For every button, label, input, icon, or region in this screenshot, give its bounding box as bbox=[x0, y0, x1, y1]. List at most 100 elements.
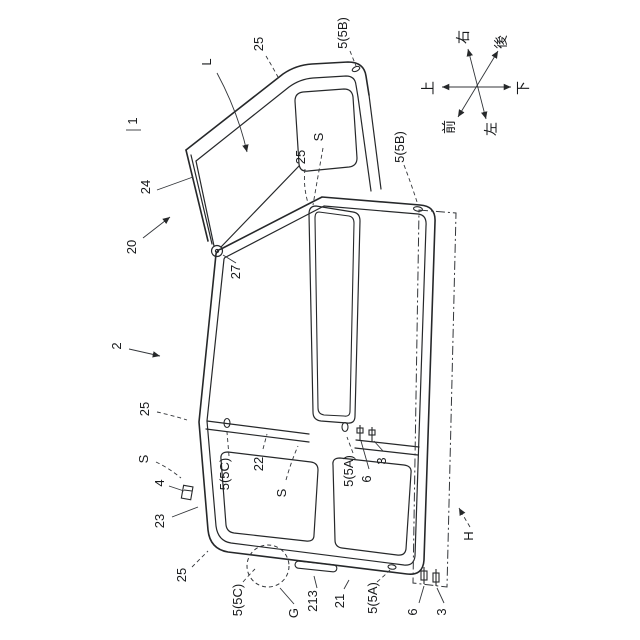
compass-label-right: 右 bbox=[455, 30, 471, 44]
leader-2-arrow bbox=[128, 348, 161, 358]
compass-axis-rearfront bbox=[457, 50, 499, 118]
compass-axis-rightleft bbox=[466, 48, 488, 120]
compass-label-down: 下 bbox=[515, 81, 531, 95]
ref-label-4: 4 bbox=[152, 479, 167, 486]
ref-label-5-5C-rail: 5(5C) bbox=[217, 458, 232, 491]
clip-tab-bottom bbox=[387, 564, 397, 570]
leader-25-bottom bbox=[191, 550, 209, 568]
channel-opening-inner bbox=[314, 211, 355, 417]
drain-slot bbox=[294, 560, 338, 573]
ref-label-S-center: S bbox=[274, 488, 289, 497]
glass-run-line-rear bbox=[357, 96, 372, 192]
door-frame-inner-contour bbox=[206, 205, 427, 566]
ref-label-6-bottom: 6 bbox=[405, 608, 420, 615]
ref-label-5-5B-top: 5(5B) bbox=[335, 17, 350, 49]
ref-label-S-upper: S bbox=[311, 132, 326, 141]
edge-clip-detail bbox=[180, 484, 194, 501]
glass-run-line-front bbox=[220, 165, 300, 248]
ref-label-25-mid: 25 bbox=[293, 150, 308, 164]
clip-tab-sash-top bbox=[351, 65, 361, 73]
leader-5-5B-right bbox=[403, 164, 419, 206]
leader-27 bbox=[222, 254, 237, 264]
clip-tab-rail-mid bbox=[341, 421, 349, 433]
hinge-pivot-circle bbox=[210, 244, 224, 258]
leader-5-5C-bottom bbox=[242, 568, 256, 583]
stud-bolt-bottom bbox=[420, 567, 440, 586]
compass-label-front: 前 bbox=[441, 120, 457, 134]
lower-right-opening bbox=[332, 457, 412, 556]
leader-G bbox=[279, 587, 295, 605]
leader-25-mid bbox=[303, 168, 309, 204]
belt-rail-lower-line-left bbox=[205, 428, 310, 443]
leader-5-5A-rail bbox=[346, 436, 354, 454]
glass-plane-boundary bbox=[412, 209, 457, 588]
front-pillar-outer bbox=[185, 149, 209, 242]
leader-24 bbox=[156, 176, 194, 191]
belt-rail-upper-line-right bbox=[355, 439, 420, 448]
ref-label-L: L bbox=[199, 58, 214, 65]
leader-4 bbox=[168, 485, 185, 492]
ref-label-H: H bbox=[461, 531, 476, 540]
leader-23 bbox=[171, 506, 199, 518]
clip-tab-belt-right bbox=[412, 206, 424, 212]
leader-3-rail bbox=[373, 440, 384, 452]
compass-label-up: 上 bbox=[420, 81, 436, 95]
ref-label-6-rail: 6 bbox=[359, 475, 374, 482]
leader-6-rail bbox=[360, 440, 370, 470]
ref-label-25-top: 25 bbox=[251, 37, 266, 51]
upper-sash-inner-line bbox=[195, 75, 359, 162]
ref-label-213: 213 bbox=[305, 590, 320, 612]
ref-label-20: 20 bbox=[124, 240, 139, 254]
front-pillar-inner bbox=[195, 160, 215, 247]
detail-circle-g bbox=[246, 544, 290, 588]
ref-label-5-5B-right: 5(5B) bbox=[392, 131, 407, 163]
belt-rail-upper-line-left bbox=[206, 420, 310, 435]
belt-rail-lower-line-right bbox=[354, 447, 419, 456]
ref-label-23: 23 bbox=[152, 514, 167, 528]
leader-213 bbox=[313, 575, 318, 589]
leader-20-arrow bbox=[142, 216, 171, 239]
orientation-compass: 右 後 上 下 前 左 bbox=[420, 30, 531, 136]
sash-window-opening bbox=[294, 88, 358, 172]
ref-label-S-left: S bbox=[136, 454, 151, 463]
compass-label-rear: 後 bbox=[493, 35, 509, 49]
ref-label-3-bottom: 3 bbox=[434, 608, 449, 615]
ref-label-5-5A-bottom: 5(5A) bbox=[365, 582, 380, 614]
leader-5-5A-bottom bbox=[376, 569, 391, 583]
figure-number: 1 bbox=[125, 117, 140, 124]
ref-label-25-bottom: 25 bbox=[174, 568, 189, 582]
lower-left-opening bbox=[220, 451, 319, 542]
ref-label-5-5A-rail: 5(5A) bbox=[341, 455, 356, 487]
glass-run-line-rear-outer bbox=[368, 94, 382, 190]
clip-tab-rail-left bbox=[223, 417, 231, 429]
leader-L-arrow bbox=[216, 72, 249, 153]
leader-21 bbox=[343, 579, 350, 590]
ref-label-27: 27 bbox=[228, 265, 243, 279]
reference-labels: 5(5B) 25 L 1 S 25 5(5B) 24 20 27 2 25 S … bbox=[109, 17, 476, 618]
leader-S-upper bbox=[312, 147, 324, 206]
door-frame-outer-contour bbox=[198, 196, 436, 576]
ref-label-21: 21 bbox=[332, 594, 347, 608]
front-pillar-middle bbox=[190, 154, 213, 245]
ref-label-3-rail: 3 bbox=[374, 457, 389, 464]
compass-label-left: 左 bbox=[483, 122, 499, 136]
ref-label-24: 24 bbox=[138, 180, 153, 194]
ref-label-2: 2 bbox=[109, 342, 124, 349]
leader-6-bottom bbox=[418, 585, 425, 604]
leader-S-center bbox=[285, 445, 299, 481]
ref-label-G: G bbox=[286, 608, 301, 618]
ref-label-5-5C-bottom: 5(5C) bbox=[230, 584, 245, 617]
door-frame-drawing bbox=[180, 61, 457, 588]
leader-3-bottom bbox=[436, 587, 445, 604]
leader-5-5B-top bbox=[349, 50, 357, 67]
leader-lines bbox=[126, 50, 471, 605]
stud-bolt-rail bbox=[356, 425, 376, 442]
upper-sash-outer-line bbox=[185, 61, 370, 151]
leader-25-top bbox=[265, 55, 279, 78]
ref-label-22: 22 bbox=[251, 457, 266, 471]
leader-25-left bbox=[156, 411, 188, 421]
ref-label-25-left: 25 bbox=[137, 402, 152, 416]
leader-H-arrow bbox=[458, 507, 471, 528]
